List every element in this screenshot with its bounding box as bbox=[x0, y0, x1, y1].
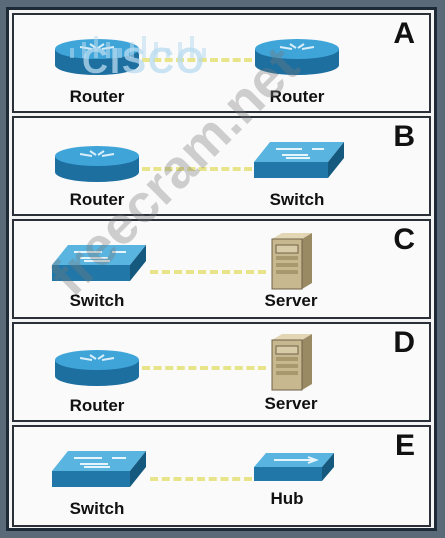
device-label: Switch bbox=[69, 499, 125, 518]
device-label: Switch bbox=[69, 291, 125, 310]
cisco-watermark-text: CISCO bbox=[82, 40, 207, 81]
device-label: Server bbox=[264, 291, 318, 310]
device-label: Router bbox=[69, 87, 125, 106]
switch-icon bbox=[254, 142, 344, 178]
hub-icon bbox=[254, 453, 334, 481]
cisco-logo-watermark bbox=[70, 36, 206, 58]
panel-letter: B bbox=[393, 120, 415, 153]
link-line bbox=[142, 167, 252, 171]
device-label: Server bbox=[264, 394, 318, 413]
panel-letter: E bbox=[394, 429, 415, 462]
panel-e: E Switch Hub bbox=[12, 425, 431, 527]
switch-icon bbox=[52, 245, 146, 281]
panel-letter: C bbox=[393, 223, 415, 256]
link-line bbox=[142, 58, 252, 62]
panel-d: D Router Server bbox=[12, 322, 431, 422]
device-label: Switch bbox=[269, 190, 325, 209]
panel-letter: A bbox=[393, 17, 415, 50]
device-label: Router bbox=[69, 190, 125, 209]
server-icon bbox=[271, 233, 312, 290]
panel-letter: D bbox=[393, 326, 415, 359]
panel-b: B Router Switch bbox=[12, 116, 431, 216]
link-line bbox=[142, 366, 266, 370]
diagram-frame: A Router Router B bbox=[6, 7, 437, 531]
device-label: Router bbox=[269, 87, 325, 106]
link-line bbox=[150, 477, 252, 481]
device-label: Router bbox=[69, 396, 125, 415]
link-line bbox=[150, 270, 266, 274]
panel-c: C Switch Server bbox=[12, 219, 431, 319]
router-icon bbox=[55, 350, 139, 386]
switch-icon bbox=[52, 451, 146, 487]
router-icon bbox=[55, 146, 139, 182]
server-icon bbox=[271, 334, 312, 391]
device-label: Hub bbox=[270, 489, 304, 508]
router-icon bbox=[255, 39, 339, 75]
